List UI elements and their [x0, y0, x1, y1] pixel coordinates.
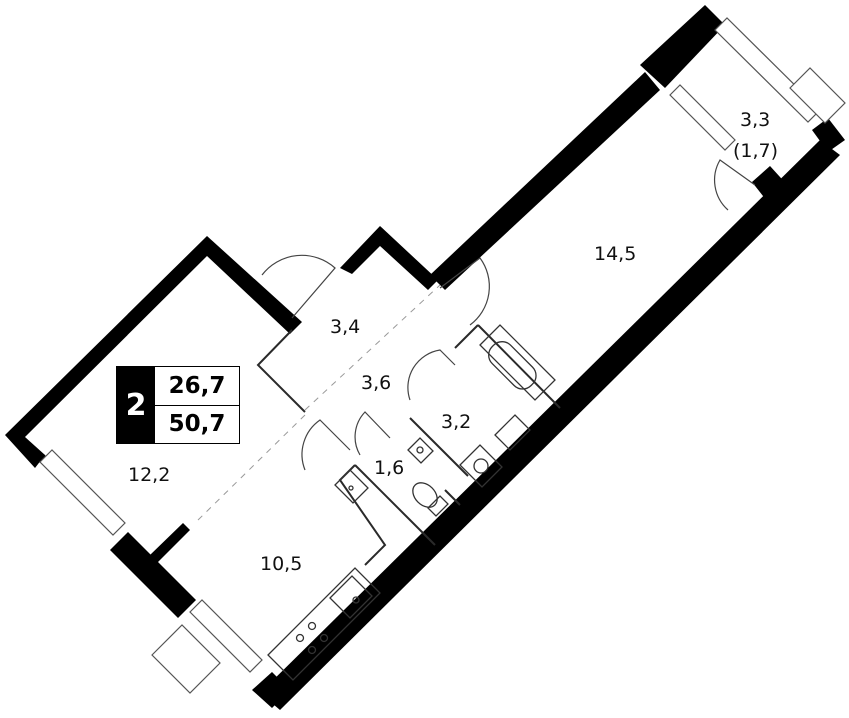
room-count: 2	[117, 367, 155, 443]
room-area-bathroom: 3,2	[441, 411, 471, 433]
bath-counter	[494, 414, 531, 451]
balcony-wall-corner	[812, 118, 845, 152]
area-summary: 26,7 50,7	[155, 367, 239, 443]
bath-partition-2	[454, 324, 479, 349]
window-sill-south	[151, 624, 221, 694]
door-wc	[354, 411, 391, 456]
living-area: 26,7	[155, 367, 239, 406]
exterior-wall-southeast	[260, 140, 840, 710]
kitchen-counter-icon	[267, 567, 381, 681]
wc-partition-2	[354, 464, 436, 546]
window-balcony	[714, 17, 821, 123]
kitchen-partition	[338, 464, 387, 566]
room-area-living-left: 12,2	[128, 464, 170, 486]
balcony-wall-top	[640, 5, 725, 88]
hall-partition	[256, 329, 306, 413]
window-balcony-door	[669, 84, 736, 151]
toilet-icon	[412, 482, 449, 517]
door-corridor	[301, 419, 351, 471]
door-balcony	[713, 159, 756, 211]
partition-wall-left	[150, 523, 190, 563]
exterior-wall-west-lower	[110, 532, 196, 618]
balcony-wall-bottom	[752, 166, 790, 205]
bath-partition	[477, 324, 561, 409]
total-area: 50,7	[168, 411, 226, 438]
room-area-hall: 3,4	[330, 316, 360, 338]
door-bedroom	[439, 257, 490, 326]
window-sill-balcony	[789, 67, 846, 124]
washing-machine-icon	[459, 444, 503, 488]
room-area-balcony: 3,3	[740, 109, 770, 131]
room-area-balcony-reduced: (1,7)	[733, 140, 778, 162]
window-west	[39, 449, 126, 536]
door-bath	[407, 349, 456, 401]
entry-wall-notch	[340, 226, 438, 290]
zone-divider-1	[197, 414, 306, 521]
wc-partition-3	[444, 489, 461, 506]
apartment-summary-badge: 2 26,7 50,7	[116, 366, 240, 444]
wc-sink-icon	[407, 437, 434, 464]
wc-partition	[409, 417, 469, 477]
exterior-wall-northeast	[430, 72, 660, 290]
bathtub-icon	[479, 324, 556, 401]
room-area-toilet: 1,6	[374, 457, 404, 479]
door-entrance	[261, 254, 336, 319]
room-area-kitchen: 10,5	[260, 553, 302, 575]
room-area-bedroom: 14,5	[594, 243, 636, 265]
exterior-wall-southwest	[252, 672, 290, 708]
kitchen-column-icon	[334, 469, 369, 504]
kitchen-sink-icon	[329, 575, 373, 619]
window-south	[189, 599, 263, 673]
room-area-corridor: 3,6	[361, 372, 391, 394]
